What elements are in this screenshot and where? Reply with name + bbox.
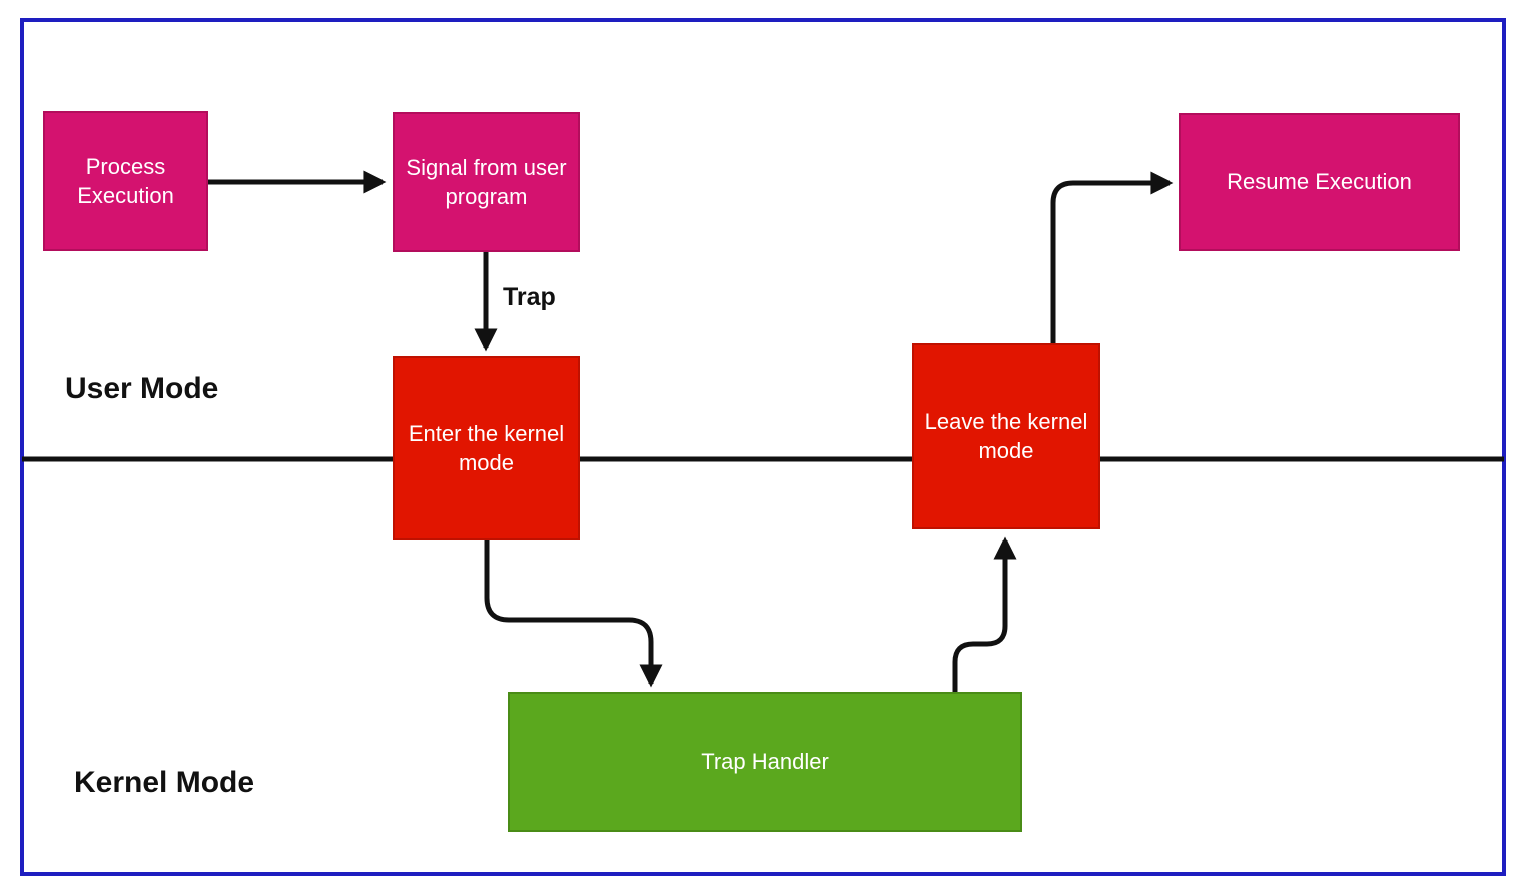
node-signal-from-user-program: Signal from user program [393, 112, 580, 252]
node-label: Enter the kernel mode [408, 420, 565, 475]
node-label: Leave the kernel mode [924, 408, 1088, 463]
kernel-mode-label: Kernel Mode [74, 766, 255, 799]
node-leave-kernel-mode: Leave the kernel mode [912, 343, 1100, 529]
node-resume-execution: Resume Execution [1179, 113, 1460, 251]
node-label: Trap Handler [701, 749, 829, 775]
user-mode-label: User Mode [65, 372, 219, 405]
node-label: Signal from user program [406, 154, 567, 209]
diagram-border [20, 18, 1506, 876]
node-enter-kernel-mode: Enter the kernel mode [393, 356, 580, 540]
node-process-execution: Process Execution [43, 111, 208, 251]
node-label: Resume Execution [1227, 169, 1412, 195]
trap-edge-label: Trap [503, 283, 556, 311]
node-label: Process Execution [77, 153, 174, 208]
node-trap-handler: Trap Handler [508, 692, 1022, 832]
